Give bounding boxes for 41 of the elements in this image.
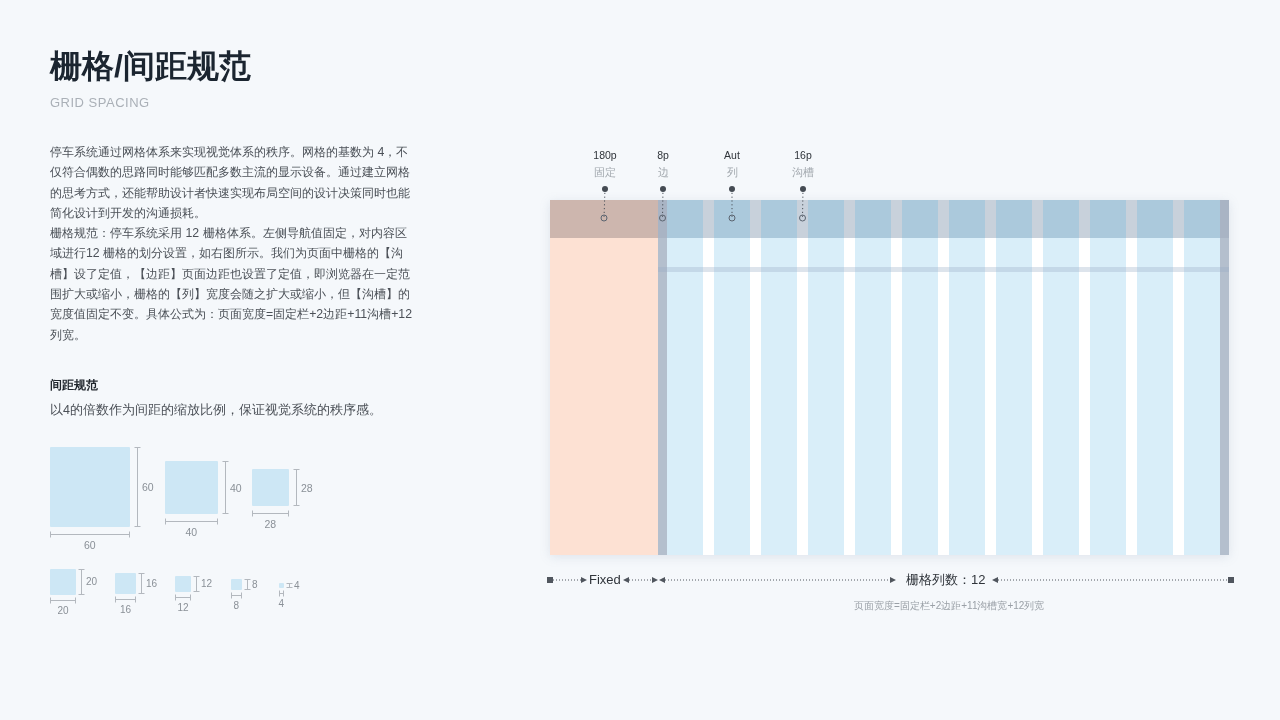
callout-caption: 列 (726, 165, 738, 179)
callout-caption: 边 (657, 165, 669, 179)
dimension-label: 8 (252, 577, 258, 592)
callout-value: 8p (657, 148, 669, 162)
dimension-label: 60 (84, 539, 96, 551)
page-title: 栅格/间距规范 (50, 47, 251, 86)
dimension-label: 12 (201, 577, 213, 591)
formula-note: 页面宽度=固定栏+2边距+11沟槽宽+12列宽 (854, 599, 1045, 612)
dimension-label: 栅格列数：12 (906, 572, 986, 588)
dimension-label: 28 (301, 480, 313, 495)
dimension-label: Fixed (589, 572, 621, 588)
grid-column (714, 200, 750, 555)
dimension-label: 12 (177, 602, 189, 614)
dimension-label: 28 (264, 518, 277, 530)
dimension-label: 16 (146, 576, 158, 591)
leader-line (659, 186, 666, 222)
callout-caption: 固定 (594, 165, 616, 179)
section-description: 以4的倍数作为间距的缩放比例，保证视觉系统的秩序感。 (50, 402, 382, 419)
dimension-label: 60 (142, 480, 154, 494)
dimension-label: 4 (294, 578, 300, 593)
body-paragraph: 栅格规范：停车系统采用 12 栅格体系。左侧导航值固定，对内容区域进行12 栅格的划分设置，如右图所示。我们为页面中栅格的【沟槽】设了定值，【边距】页面边距也设置了定值，即浏览器在一定范围扩大或缩小，栅格的【列】宽度会随之扩大或缩小，但【沟槽】的宽度值固定不变。具体公式为：页面宽度=固定栏+2边距+11沟槽+12列宽。 (50, 225, 413, 344)
dimension-label: 20 (86, 575, 98, 589)
leader-line (799, 186, 806, 222)
section-heading: 间距规范 (50, 377, 98, 394)
dimension-label: 40 (230, 480, 242, 495)
body-paragraph: 停车系统通过网格体系来实现视觉体系的秩序。网格的基数为 4，不仅符合偶数的思路同时能够匹配多数主流的显示设备。通过建立网格的思考方式，还能帮助设计者快速实现布局空间的设计决策同时也能简化设计到开发的沟通损耗。 (50, 144, 411, 222)
subtitle: GRID SPACING (50, 95, 150, 110)
dimension-label: 40 (185, 526, 198, 538)
gutter-strip (797, 200, 808, 555)
callout-value: 180p (593, 148, 617, 162)
fixed-sidebar-column (550, 200, 658, 555)
margin-strip (658, 200, 667, 555)
dimension-label: 16 (120, 604, 132, 616)
dimension-label: 20 (57, 605, 69, 617)
callout-value: 16p (794, 148, 812, 162)
leader-line (600, 186, 608, 222)
callout-value: Aut (724, 148, 740, 162)
dimension-label: 8 (233, 600, 240, 612)
dimension-label: 4 (278, 598, 285, 610)
leader-line (728, 186, 736, 222)
callout-caption: 沟槽 (792, 165, 814, 179)
